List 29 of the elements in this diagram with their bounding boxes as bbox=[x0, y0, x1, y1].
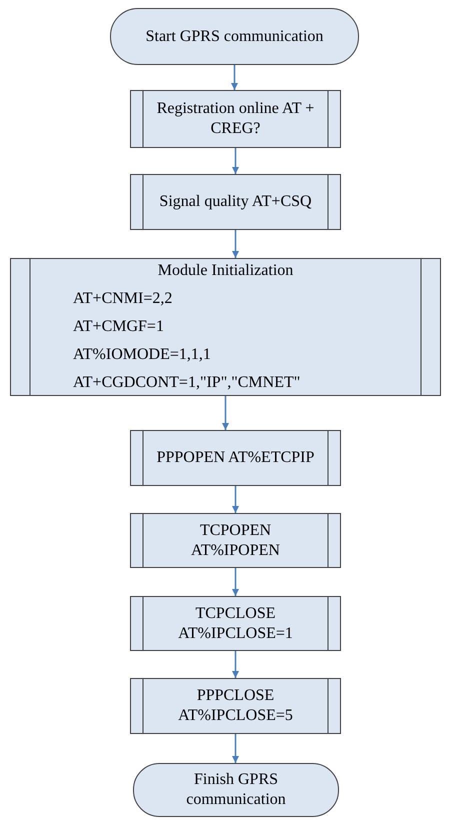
box-label: PPPOPEN AT%ETCPIP bbox=[156, 448, 316, 468]
subprocess-box bbox=[130, 513, 341, 568]
box-label: Registration online AT + CREG? bbox=[156, 99, 316, 139]
arrow bbox=[232, 230, 239, 258]
subprocess-box bbox=[130, 678, 341, 734]
arrow bbox=[232, 568, 239, 596]
arrow bbox=[232, 486, 239, 513]
subprocess-box bbox=[130, 90, 341, 148]
box-label: PPPCLOSE AT%IPCLOSE=5 bbox=[177, 686, 294, 726]
arrow bbox=[231, 65, 238, 90]
subprocess-box bbox=[130, 174, 341, 230]
command-text: AT+CNMI=2,2 bbox=[73, 289, 172, 309]
arrow bbox=[232, 651, 239, 678]
arrow bbox=[232, 148, 239, 174]
subprocess-box bbox=[10, 258, 441, 396]
box-label: TCPOPEN AT%IPOPEN bbox=[190, 520, 281, 560]
command-text: AT+CGDCONT=1,"IP","CMNET" bbox=[73, 373, 300, 393]
box-label: TCPCLOSE AT%IPCLOSE=1 bbox=[177, 604, 294, 644]
terminator-shape bbox=[133, 763, 339, 817]
arrow bbox=[222, 396, 229, 430]
box-label: Start GPRS communication bbox=[144, 26, 324, 46]
subprocess-box bbox=[130, 596, 341, 651]
box-heading: Module Initialization bbox=[156, 261, 294, 281]
box-label: Signal quality AT+CSQ bbox=[158, 192, 313, 212]
arrow bbox=[232, 734, 239, 763]
command-text: AT+CMGF=1 bbox=[73, 317, 164, 337]
command-text: AT%IOMODE=1,1,1 bbox=[73, 345, 211, 365]
subprocess-box bbox=[130, 430, 341, 486]
box-label: Finish GPRS communication bbox=[185, 770, 287, 810]
